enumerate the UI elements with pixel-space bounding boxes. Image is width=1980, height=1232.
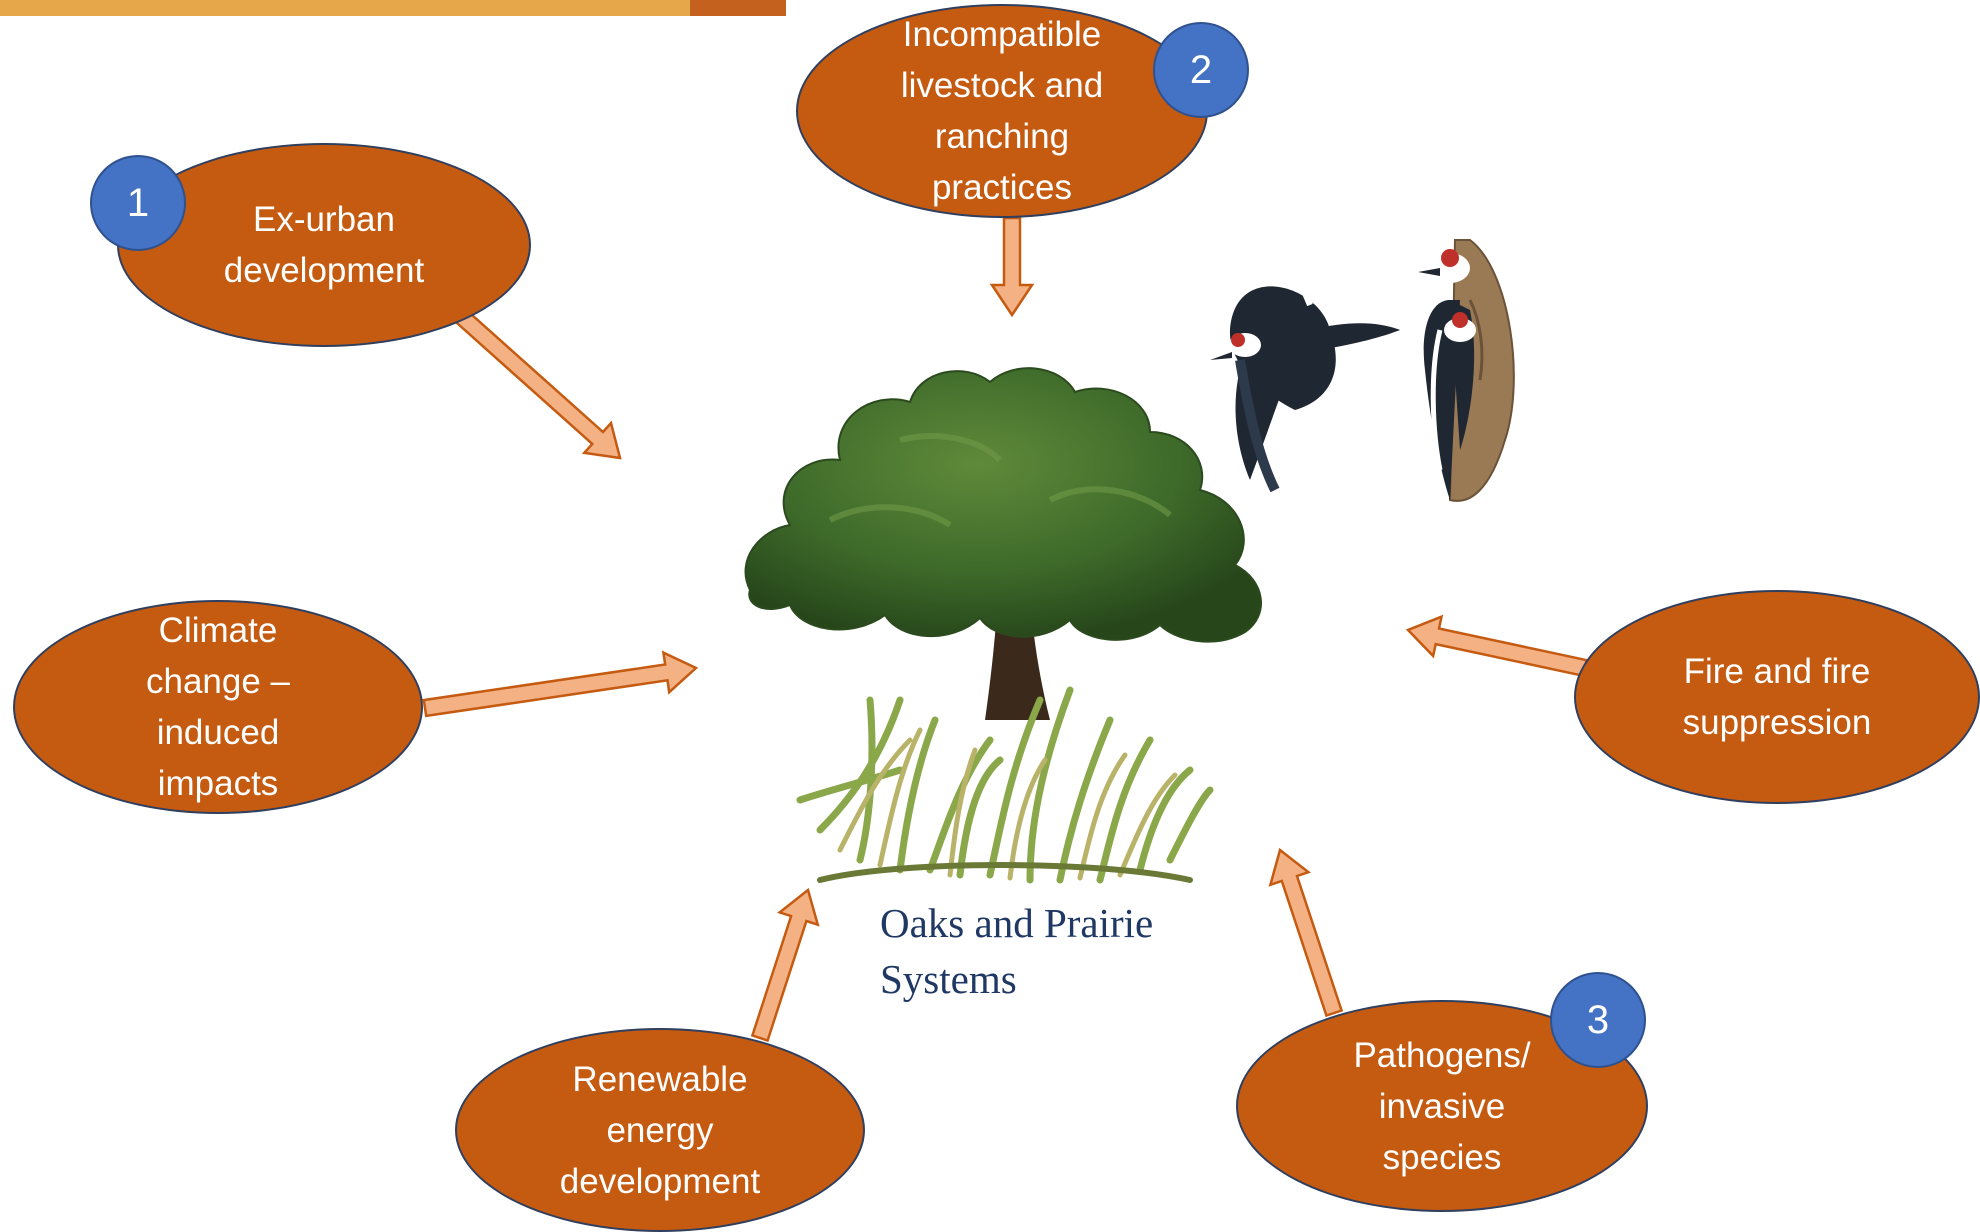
badge-number-1: 1 xyxy=(90,155,186,251)
arrow-pathogens xyxy=(1268,847,1344,1018)
fire-suppression-node: Fire and fire suppression xyxy=(1574,590,1980,804)
arrow-group xyxy=(422,216,1589,1043)
climate-change-node: Climate change – induced impacts xyxy=(13,600,423,814)
ex-urban-development-node: Ex-urban development xyxy=(117,143,531,347)
arrow-ex-urban xyxy=(452,307,622,460)
arrow-climate xyxy=(422,650,699,718)
livestock-ranching-node: Incompatible livestock and ranching prac… xyxy=(796,4,1208,218)
renewable-energy-node: Renewable energy development xyxy=(455,1028,865,1232)
prairie-grass-illustration xyxy=(796,686,1214,884)
oak-tree-illustration xyxy=(744,367,1262,720)
header-accent-bar-tip xyxy=(690,0,786,16)
woodpeckers-illustration xyxy=(1210,239,1515,502)
header-accent-bar xyxy=(0,0,690,16)
center-caption: Oaks and Prairie Systems xyxy=(880,900,1154,1002)
arrow-renewable xyxy=(750,887,820,1043)
badge-number-2: 2 xyxy=(1153,22,1249,118)
arrow-livestock xyxy=(989,216,1035,318)
arrow-fire xyxy=(1405,614,1589,678)
badge-number-3: 3 xyxy=(1550,972,1646,1068)
